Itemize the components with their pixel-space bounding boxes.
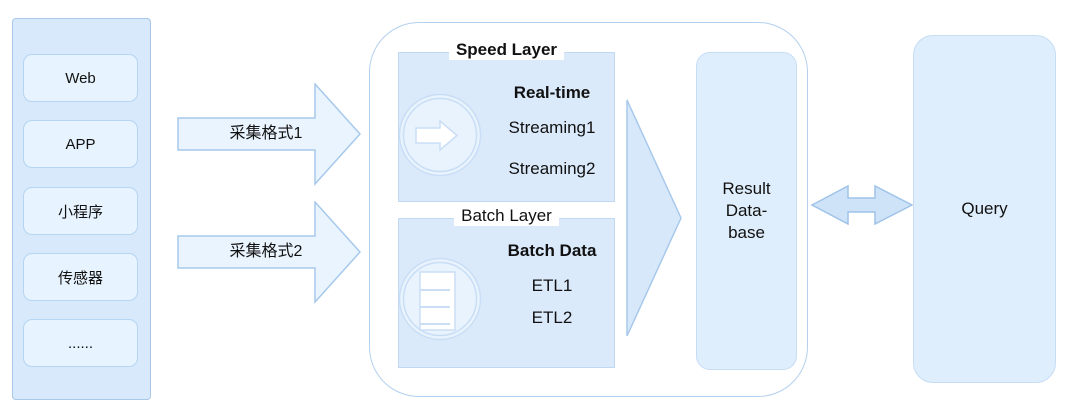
source-item-sensor: 传感器 [23, 253, 138, 301]
data-sources-panel: Web APP 小程序 传感器 ...... [12, 18, 151, 400]
speed-layer-item-streaming2: Streaming2 [508, 159, 596, 178]
collect-arrow-2-icon [177, 201, 362, 304]
query-label: Query [961, 199, 1008, 218]
batch-layer-heading: Batch Data [507, 241, 597, 260]
source-item-web: Web [23, 54, 138, 102]
source-item-app: APP [23, 120, 138, 168]
collect-arrow-1-icon [177, 83, 362, 186]
speed-layer-title-text: Speed Layer [448, 40, 565, 60]
result-database-label: Result Data- base [722, 178, 770, 244]
result-database-line1: Result [722, 179, 771, 198]
query-sync-arrow-icon [810, 184, 914, 226]
source-item-more: ...... [23, 319, 138, 367]
collect-arrow-2-label: 采集格式2 [229, 243, 303, 260]
speed-layer-heading: Real-time [513, 83, 591, 102]
query-box: Query [913, 35, 1056, 383]
batch-layer-item-etl2: ETL2 [531, 308, 573, 327]
source-item-miniprogram: 小程序 [23, 187, 138, 235]
table-list-circle-icon [398, 257, 482, 341]
speed-layer-title: Speed Layer [398, 40, 615, 60]
result-database-line3: base [728, 223, 765, 242]
batch-layer-item-etl1: ETL1 [531, 276, 573, 295]
collect-arrow-1-label: 采集格式1 [229, 125, 303, 142]
speed-layer-item-streaming1: Streaming1 [508, 118, 596, 137]
result-database-line2: Data- [725, 201, 768, 220]
result-database-box: Result Data- base [696, 52, 797, 370]
batch-layer-title: Batch Layer [398, 206, 615, 226]
arrow-right-circle-icon [398, 93, 482, 177]
result-flow-arrow-icon [626, 99, 682, 337]
batch-layer-title-text: Batch Layer [454, 206, 559, 226]
